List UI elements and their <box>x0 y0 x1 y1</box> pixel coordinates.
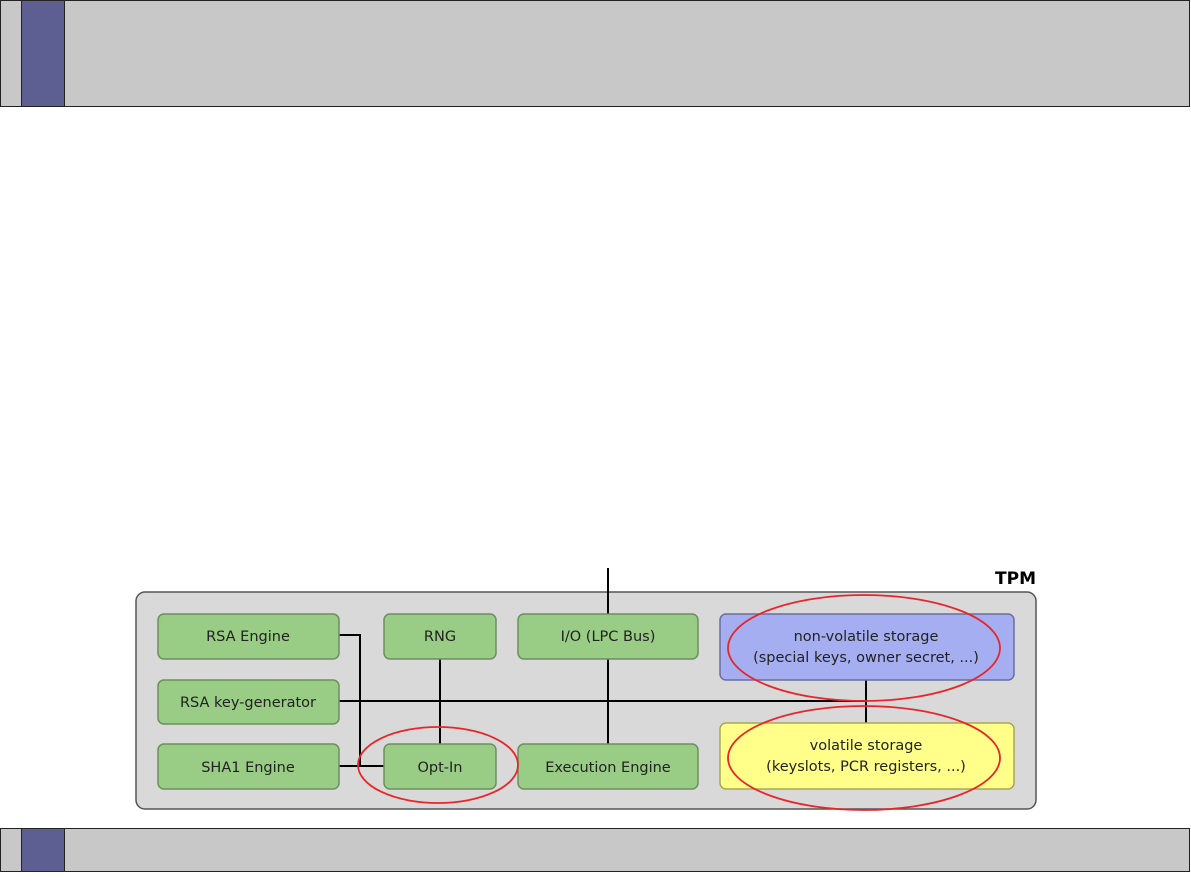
sha1-engine-box <box>157 743 340 790</box>
volatile-storage-title: volatile storage <box>810 738 923 754</box>
io-lpc-bus-box <box>517 613 699 660</box>
rsa-engine-box <box>157 613 340 660</box>
non-volatile-highlight-ring <box>727 594 1001 702</box>
non-volatile-storage-detail: (special keys, owner secret, ...) <box>753 650 979 666</box>
rsa-engine-label: RSA Engine <box>206 629 290 645</box>
execution-engine-label: Execution Engine <box>545 760 671 776</box>
tpm-label: TPM <box>995 569 1036 589</box>
header-accent-block <box>21 1 65 106</box>
opt-in-highlight-ring <box>357 726 519 804</box>
non-volatile-storage-title: non-volatile storage <box>794 629 939 645</box>
opt-in-box <box>383 743 497 790</box>
slide-header-bar <box>0 0 1190 107</box>
slide-footer-bar <box>0 828 1190 872</box>
non-volatile-storage-box <box>719 613 1015 681</box>
rsa-key-generator-box <box>157 679 340 725</box>
rsa-key-generator-label: RSA key-generator <box>180 695 316 711</box>
footer-accent-block <box>21 829 65 871</box>
sha1-engine-label: SHA1 Engine <box>201 760 295 776</box>
rng-box <box>383 613 497 660</box>
volatile-highlight-ring <box>727 705 1001 811</box>
component-boxes <box>157 613 699 790</box>
opt-in-label: Opt-In <box>417 760 462 776</box>
volatile-storage-box <box>719 722 1015 790</box>
rng-label: RNG <box>424 629 456 645</box>
volatile-storage-detail: (keyslots, PCR registers, ...) <box>766 759 966 775</box>
io-lpc-bus-label: I/O (LPC Bus) <box>561 629 656 645</box>
